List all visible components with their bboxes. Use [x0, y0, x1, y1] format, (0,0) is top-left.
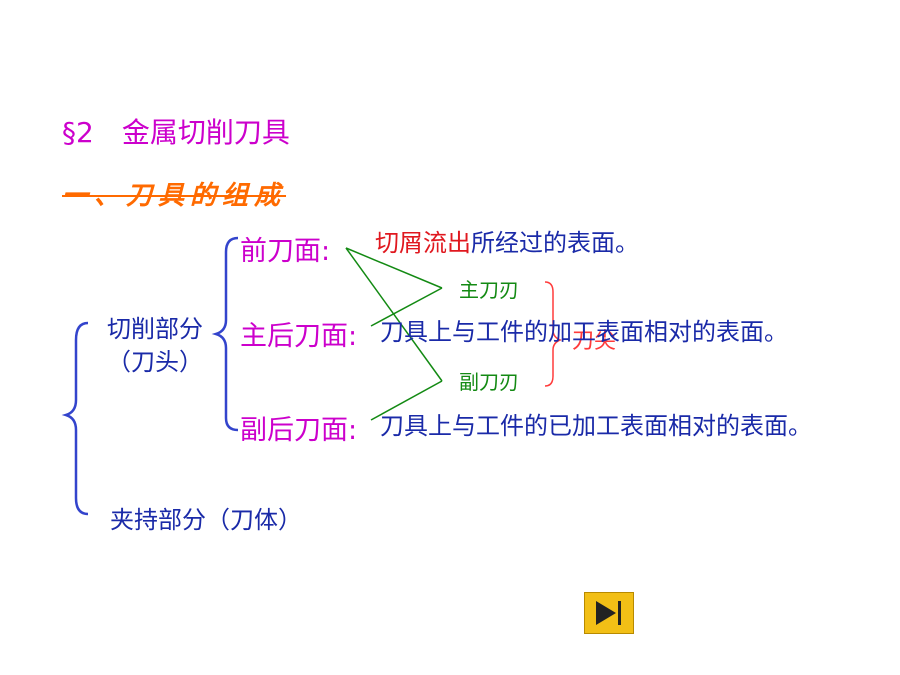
main-flank-label: 主后刀面: [240, 321, 358, 352]
subtitle: 一、刀具的组成 [62, 181, 287, 211]
rake-face-desc: 切屑流出所经过的表面。 [375, 231, 639, 255]
main-edge-label: 主刀刃 [459, 278, 519, 302]
cutting-part-sublabel: （刀头） [107, 348, 203, 376]
main-flank-desc: 刀具上与工件的加工表面相对的表面。 [380, 318, 788, 346]
next-slide-button[interactable] [584, 592, 634, 634]
tip-brace [544, 281, 562, 387]
edge-line-3 [345, 247, 443, 382]
rake-face-desc-rest: 所经过的表面。 [471, 229, 639, 257]
section-title: §2 金属切削刀具 [62, 116, 290, 149]
rake-face-label: 前刀面: [240, 236, 331, 267]
chip-flow-text: 切屑流出 [375, 229, 471, 257]
edge-line-2 [370, 287, 443, 327]
clamping-part-label: 夹持部分（刀体） [110, 506, 302, 534]
outer-brace [61, 321, 89, 516]
minor-flank-label: 副后刀面: [240, 415, 358, 446]
cutting-part-label: 切削部分 [107, 315, 203, 343]
edge-line-4 [370, 380, 443, 421]
inner-brace [211, 236, 239, 432]
minor-flank-desc: 刀具上与工件的已加工表面相对的表面。 [380, 412, 812, 440]
edge-line-1 [345, 247, 443, 289]
secondary-edge-label: 副刀刃 [459, 370, 519, 394]
play-next-icon [596, 601, 621, 625]
tool-tip-label: 刀尖 [572, 329, 617, 354]
